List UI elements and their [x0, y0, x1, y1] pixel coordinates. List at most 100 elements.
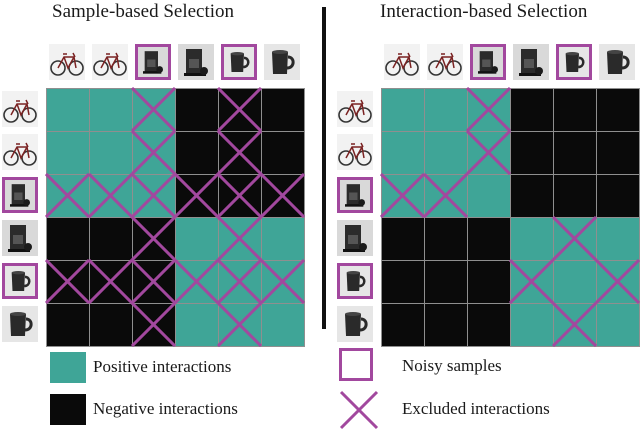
mug-icon — [340, 266, 370, 296]
positive-interaction-cell — [132, 174, 176, 218]
negative-interaction-cell — [424, 260, 468, 304]
mug-icon — [5, 266, 35, 296]
positive-interaction-cell — [553, 260, 597, 304]
positive-interaction-cell — [89, 131, 133, 175]
positive-interaction-cell — [89, 88, 133, 132]
column-sample-thumbnail — [427, 44, 463, 80]
positive-interaction-cell — [424, 131, 468, 175]
positive-interaction-cell — [553, 217, 597, 261]
coffee-maker-icon — [473, 47, 503, 77]
legend-positive-label: Positive interactions — [93, 357, 232, 376]
column-sample-thumbnail — [49, 44, 85, 80]
mug-icon — [337, 306, 373, 342]
row-sample-thumbnail — [337, 177, 373, 213]
negative-interaction-cell — [381, 260, 425, 304]
positive-interaction-cell — [467, 131, 511, 175]
row-sample-thumbnail — [337, 220, 373, 256]
column-sample-thumbnail — [556, 44, 592, 80]
negative-interaction-cell — [424, 217, 468, 261]
positive-interaction-cell — [510, 217, 554, 261]
positive-interaction-cell — [467, 174, 511, 218]
column-sample-thumbnail — [384, 44, 420, 80]
legend-excluded-x-icon — [339, 390, 379, 430]
row-sample-thumbnail — [2, 134, 38, 170]
positive-interaction-cell — [596, 260, 640, 304]
mug-icon — [599, 44, 635, 80]
negative-interaction-cell — [467, 260, 511, 304]
positive-interaction-cell — [218, 260, 262, 304]
positive-interaction-cell — [46, 88, 90, 132]
coffee-maker-icon — [340, 180, 370, 210]
row-sample-thumbnail — [2, 91, 38, 127]
negative-interaction-cell — [218, 131, 262, 175]
mug-icon — [2, 306, 38, 342]
legend-noisy-label: Noisy samples — [402, 356, 502, 375]
column-sample-thumbnail — [135, 44, 171, 80]
negative-interaction-cell — [175, 174, 219, 218]
negative-interaction-cell — [467, 217, 511, 261]
column-sample-thumbnail — [599, 44, 635, 80]
positive-interaction-cell — [175, 303, 219, 347]
positive-interaction-cell — [218, 303, 262, 347]
negative-interaction-cell — [381, 303, 425, 347]
negative-interaction-cell — [175, 88, 219, 132]
bicycle-icon — [427, 44, 463, 80]
negative-interaction-cell — [596, 131, 640, 175]
negative-interaction-cell — [510, 88, 554, 132]
column-sample-thumbnail — [470, 44, 506, 80]
positive-interaction-cell — [46, 131, 90, 175]
negative-interaction-cell — [261, 88, 305, 132]
negative-interaction-cell — [89, 217, 133, 261]
bicycle-icon — [337, 91, 373, 127]
negative-interaction-cell — [510, 131, 554, 175]
positive-interaction-cell — [596, 303, 640, 347]
negative-interaction-cell — [46, 303, 90, 347]
legend-negative-swatch — [50, 394, 86, 425]
legend-positive-swatch — [50, 352, 86, 383]
positive-interaction-cell — [261, 303, 305, 347]
negative-interaction-cell — [218, 174, 262, 218]
positive-interaction-cell — [132, 88, 176, 132]
row-sample-thumbnail — [2, 306, 38, 342]
coffee-maker-icon — [138, 47, 168, 77]
column-sample-thumbnail — [264, 44, 300, 80]
negative-interaction-cell — [132, 260, 176, 304]
negative-interaction-cell — [89, 260, 133, 304]
negative-interaction-cell — [553, 174, 597, 218]
negative-interaction-cell — [175, 131, 219, 175]
negative-interaction-cell — [46, 217, 90, 261]
coffee-maker-icon — [5, 180, 35, 210]
panel-title-sample-based: Sample-based Selection — [52, 1, 235, 22]
column-sample-thumbnail — [221, 44, 257, 80]
bicycle-icon — [384, 44, 420, 80]
positive-interaction-cell — [381, 131, 425, 175]
positive-interaction-cell — [510, 260, 554, 304]
coffee-maker-icon — [337, 220, 373, 256]
positive-interaction-cell — [175, 260, 219, 304]
negative-interaction-cell — [132, 217, 176, 261]
panel-title-interaction-based: Interaction-based Selection — [380, 1, 588, 22]
positive-interaction-cell — [381, 88, 425, 132]
negative-interaction-cell — [596, 88, 640, 132]
row-sample-thumbnail — [2, 263, 38, 299]
positive-interaction-cell — [132, 131, 176, 175]
row-sample-thumbnail — [337, 134, 373, 170]
negative-interaction-cell — [553, 88, 597, 132]
bicycle-icon — [2, 134, 38, 170]
legend-excluded-label: Excluded interactions — [402, 399, 550, 418]
positive-interaction-cell — [218, 217, 262, 261]
row-sample-thumbnail — [2, 177, 38, 213]
column-sample-thumbnail — [513, 44, 549, 80]
positive-interaction-cell — [261, 217, 305, 261]
row-sample-thumbnail — [337, 263, 373, 299]
panel-divider — [322, 7, 326, 329]
negative-interaction-cell — [467, 303, 511, 347]
mug-icon — [224, 47, 254, 77]
bicycle-icon — [92, 44, 128, 80]
positive-interaction-cell — [89, 174, 133, 218]
negative-interaction-cell — [89, 303, 133, 347]
positive-interaction-cell — [424, 88, 468, 132]
positive-interaction-cell — [381, 174, 425, 218]
row-sample-thumbnail — [337, 306, 373, 342]
negative-interaction-cell — [261, 174, 305, 218]
